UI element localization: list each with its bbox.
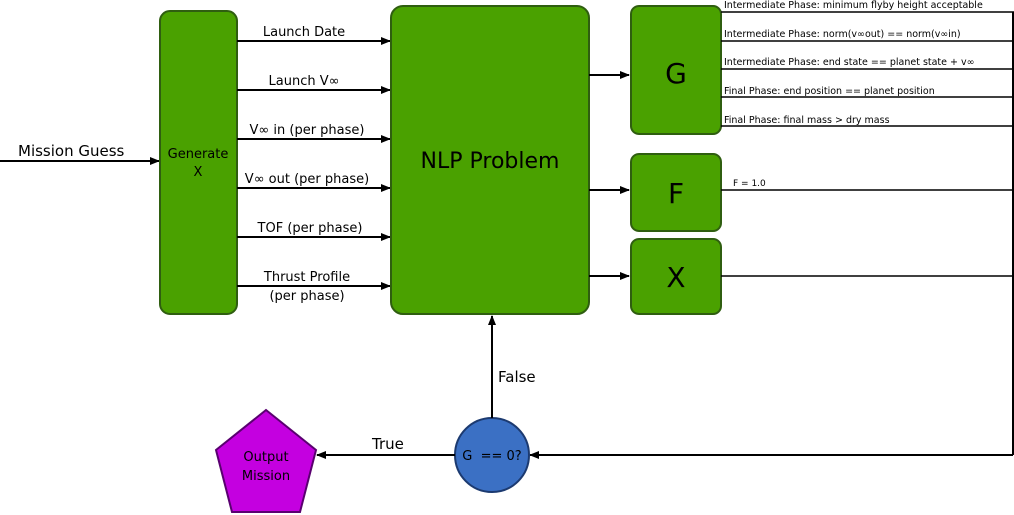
var-label-vinf-out: V∞ out (per phase) (245, 172, 369, 187)
nlp-problem-label: NLP Problem (421, 149, 560, 174)
x-label: X (666, 261, 685, 294)
variable-arrows (237, 37, 391, 290)
constraint-3: Intermediate Phase: end state == planet … (724, 57, 975, 68)
var-label-thrust-2: (per phase) (269, 289, 344, 304)
decision-label: G == 0? (462, 449, 521, 464)
constraint-5: Final Phase: final mass > dry mass (724, 115, 890, 126)
g-box (630, 5, 722, 135)
constraint-1: Intermediate Phase: minimum flyby height… (724, 0, 983, 11)
var-label-thrust: Thrust Profile (263, 270, 350, 285)
nlp-problem-box (390, 5, 590, 315)
f-box (630, 153, 722, 232)
output-mission-line1: Output (243, 450, 288, 465)
true-label: True (371, 435, 404, 453)
generate-x-line1: Generate (168, 147, 229, 162)
f-label: F (668, 177, 684, 210)
input-label: Mission Guess (18, 142, 125, 160)
constraint-4: Final Phase: end position == planet posi… (724, 86, 935, 97)
var-label-tof: TOF (per phase) (257, 221, 363, 236)
objective-label: F = 1.0 (733, 179, 766, 189)
output-mission-line2: Mission (242, 469, 290, 484)
generate-x-line2: X (194, 165, 203, 180)
generate-x-box (159, 10, 238, 315)
var-label-launch-vinf: Launch V∞ (269, 74, 340, 89)
output-mission-node (214, 408, 318, 513)
g-label: G (665, 57, 687, 90)
constraint-2: Intermediate Phase: norm(v∞out) == norm(… (724, 29, 961, 40)
var-label-launch-date: Launch Date (263, 25, 345, 40)
constraint-lines (721, 11, 1014, 127)
false-label: False (498, 368, 536, 386)
var-label-vinf-in: V∞ in (per phase) (250, 123, 365, 138)
